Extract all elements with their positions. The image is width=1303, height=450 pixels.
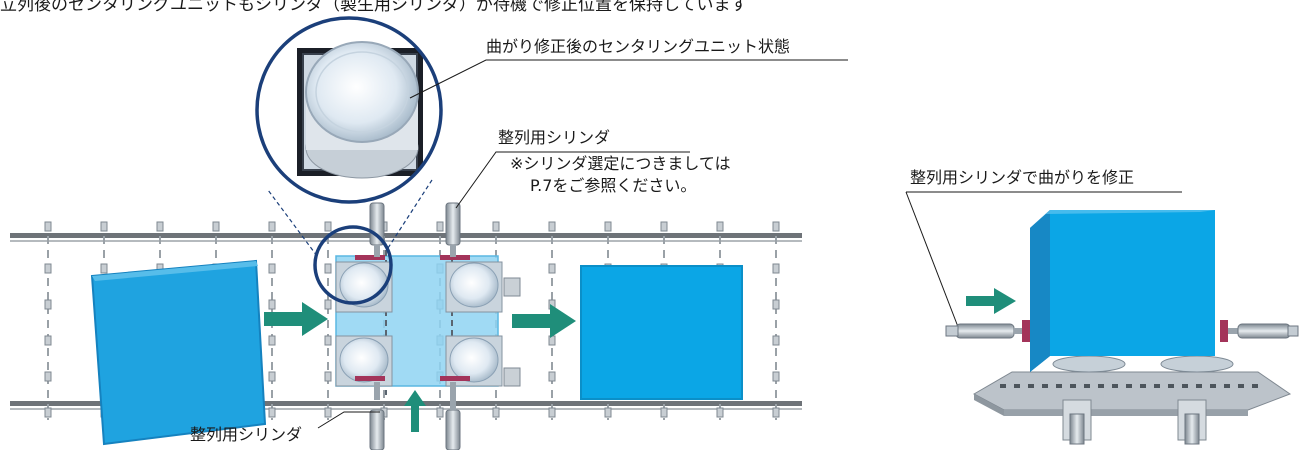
note-line-2: P.7をご参照ください。 <box>530 176 697 195</box>
arrow-right-icon <box>512 304 576 338</box>
roller-clip <box>660 221 668 232</box>
roller-clip <box>324 221 332 232</box>
puck-tr <box>445 261 503 313</box>
roller-clip <box>716 221 724 232</box>
plate-hole <box>1028 384 1034 388</box>
roller-clip <box>548 263 556 274</box>
roller-clip <box>716 407 724 418</box>
roller-clip <box>772 299 780 310</box>
arrow-up-icon <box>404 390 426 432</box>
plate-hole <box>1014 384 1020 388</box>
roller-clip <box>772 263 780 274</box>
plate-hole <box>1140 384 1146 388</box>
plate-hole <box>1042 384 1048 388</box>
cylinder-label-bottom: 整列用シリンダ <box>190 425 303 444</box>
roller-clip <box>44 335 52 346</box>
roller-clip <box>660 407 668 418</box>
roller-clip <box>44 263 52 274</box>
roller-clip <box>492 221 500 232</box>
leader-lines <box>317 59 1182 429</box>
roller-clip <box>436 221 444 232</box>
plate-hole <box>1084 384 1090 388</box>
rail-top <box>10 233 802 238</box>
cylinder-icon <box>1220 320 1299 342</box>
centering-unit <box>335 250 521 395</box>
plate-hole <box>1112 384 1118 388</box>
plate-hole <box>1126 384 1132 388</box>
right-assembly <box>945 210 1299 445</box>
plate-hole <box>1154 384 1160 388</box>
roller-clip <box>548 371 556 382</box>
roller-clip <box>268 221 276 232</box>
roller-clip <box>772 371 780 382</box>
plate-hole <box>1056 384 1062 388</box>
zoom-caption: 曲がり修正後のセンタリングユニット状態 <box>486 37 791 56</box>
roller-clip <box>324 299 332 310</box>
cylinder-icon <box>445 382 461 450</box>
arrow-right-icon <box>264 302 328 336</box>
header-text: 立列後のセンタリングユニットもシリンダ（製生用シリンダ）が待機で修正位置を保持し… <box>0 0 748 15</box>
cylinder-icon <box>445 202 461 257</box>
magnifier-ring-icon <box>255 16 443 305</box>
cylinder-icon <box>945 320 1030 342</box>
roller-clip <box>268 371 276 382</box>
roller-clip <box>548 221 556 232</box>
plate-hole <box>1000 384 1006 388</box>
roller-clip <box>268 335 276 346</box>
roller-clip <box>436 407 444 418</box>
roller-clip <box>324 263 332 274</box>
roller-clip <box>44 407 52 418</box>
cylinder-label-right: 整列用シリンダで曲がりを修正 <box>910 168 1135 187</box>
box-aligned <box>580 265 743 400</box>
roller-clip <box>44 299 52 310</box>
roller-clip <box>772 335 780 346</box>
plate-hole <box>1224 384 1230 388</box>
roller-clip <box>268 263 276 274</box>
plate-hole <box>1098 384 1104 388</box>
roller-clip <box>156 221 164 232</box>
roller-clip <box>324 335 332 346</box>
roller-clip <box>604 407 612 418</box>
plate-hole <box>1196 384 1202 388</box>
box-misaligned <box>90 259 267 446</box>
roller-clip <box>212 221 220 232</box>
roller-clip <box>100 221 108 232</box>
roller-clip <box>492 407 500 418</box>
roller-clip <box>44 221 52 232</box>
arrow-right-icon <box>966 288 1016 314</box>
puck-bl <box>335 335 393 387</box>
roller-clip <box>548 335 556 346</box>
plate-hole <box>1168 384 1174 388</box>
roller-clip <box>44 371 52 382</box>
roller-clip <box>268 299 276 310</box>
cylinder-icon <box>369 202 385 257</box>
plate-hole <box>1182 384 1188 388</box>
roller-clip <box>324 407 332 418</box>
plate-hole <box>1070 384 1076 388</box>
plate-hole <box>1210 384 1216 388</box>
roller-clip <box>100 263 108 274</box>
cylinder-icon <box>369 382 385 450</box>
roller-clip <box>604 221 612 232</box>
roller-clip <box>268 407 276 418</box>
plate-hole <box>1252 384 1258 388</box>
roller-clip <box>772 221 780 232</box>
plate-hole <box>1238 384 1244 388</box>
cylinder-label-top: 整列用シリンダ <box>498 128 611 147</box>
note-line-1: ※シリンダ選定につきましては <box>510 154 731 173</box>
roller-clip <box>772 407 780 418</box>
roller-clip <box>548 407 556 418</box>
roller-clip <box>324 371 332 382</box>
cube-front <box>1050 210 1215 356</box>
